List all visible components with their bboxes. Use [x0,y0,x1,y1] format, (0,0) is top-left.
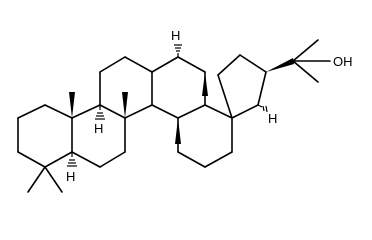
hydrogen-label-c17: H [268,111,277,126]
ring-a [17,104,73,168]
side-chain [266,39,331,83]
ring-f [217,54,267,119]
molecular-structure: OH H H H H [17,28,353,193]
ring-d [151,56,206,119]
stereo-hash-bonds [67,44,268,167]
gem-dimethyl-c4 [27,166,63,193]
hydrogen-label-c5: H [66,169,75,184]
ring-c [99,56,153,119]
hydrogen-label-c13: H [171,28,180,43]
ring-b [71,104,126,168]
hydroxyl-label: OH [333,54,353,69]
hydrogen-label-c9: H [94,121,103,136]
angular-methyls [69,72,208,144]
